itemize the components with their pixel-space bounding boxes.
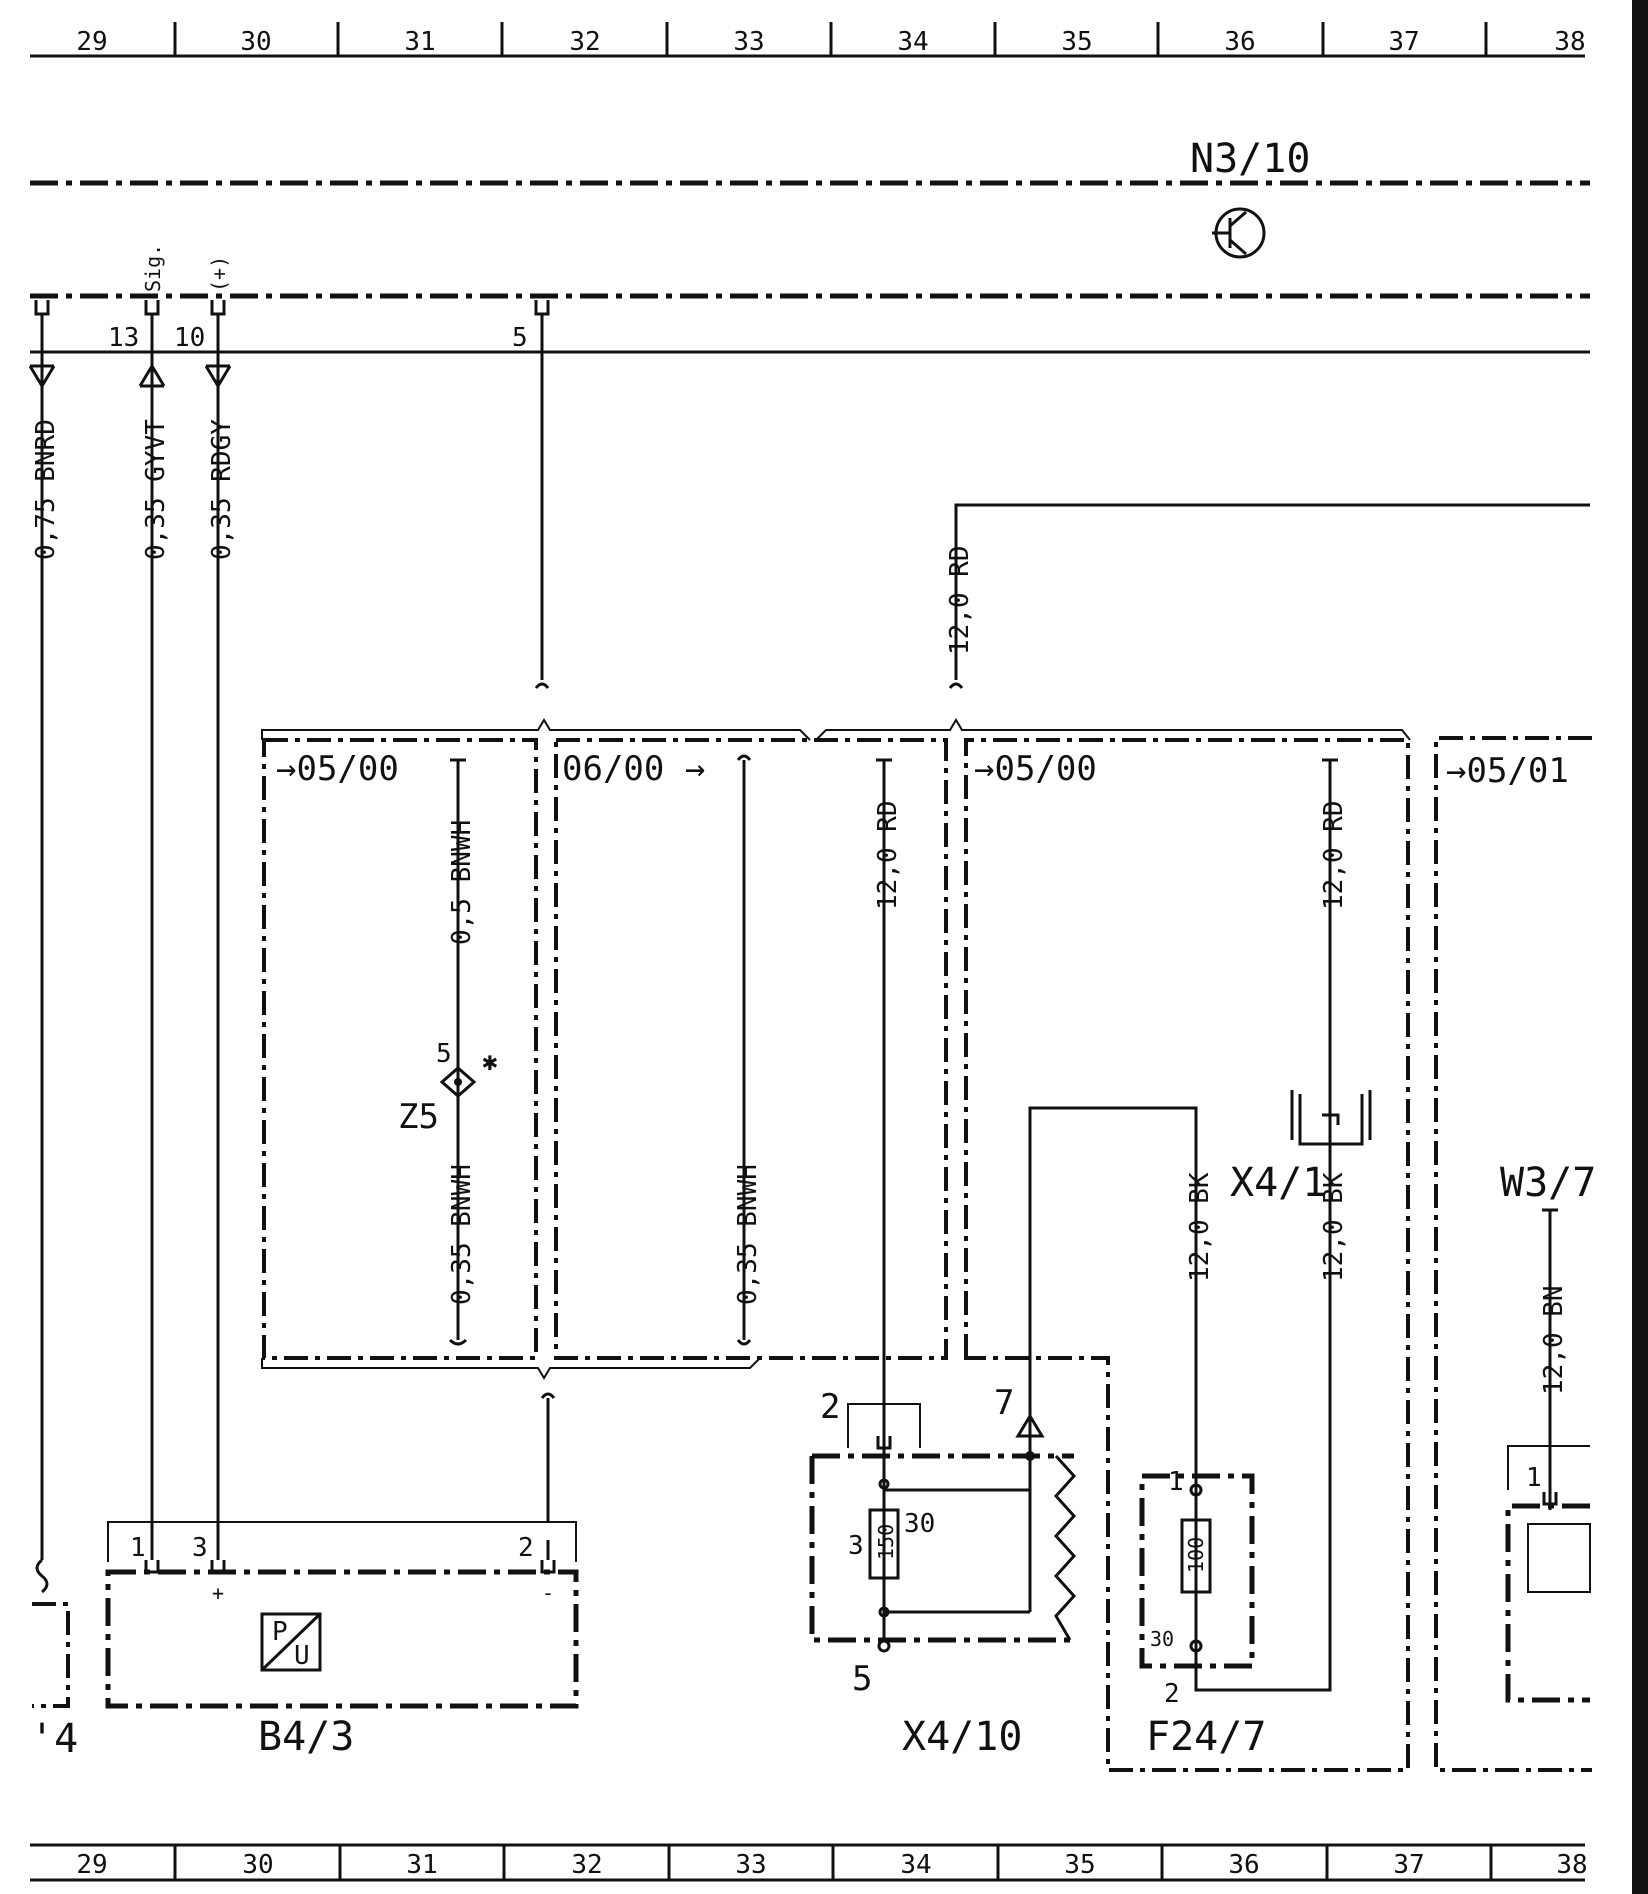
- top-ruler: 29 30 31 32 33 34 35 36 37 38: [30, 22, 1586, 58]
- ruler-col-36: 36: [1224, 27, 1255, 57]
- ruler-col-32: 32: [569, 27, 600, 57]
- b4-3-plus-label: +: [212, 1581, 224, 1605]
- wire-gyvt-label: 0,35 GYVT: [141, 419, 171, 560]
- b4-3-pin-2-label: 2: [518, 1533, 534, 1563]
- ruler-col-29: 29: [76, 1850, 107, 1880]
- variant-label: 06/00 →: [562, 749, 705, 789]
- ruler-col-29: 29: [76, 27, 107, 57]
- ruler-col-38: 38: [1556, 1850, 1587, 1880]
- wire-bnwh-top-label: 0,5 BNWH: [447, 820, 477, 945]
- variant-box-05-00-right: →05/00 12,0 RD: [964, 738, 1410, 1772]
- f24-7-pin-2-label: 2: [1164, 1679, 1180, 1709]
- asterisk-icon: ✱: [482, 1047, 498, 1077]
- bottom-ruler: 29 30 31 32 33 34 35 36 37 38: [30, 1843, 1588, 1882]
- ruler-col-38: 38: [1554, 27, 1585, 57]
- ruler-col-37: 37: [1393, 1850, 1424, 1880]
- wire-bnrd: 0,75 BNRD: [28, 352, 61, 1560]
- b4-3-minus-label: -: [542, 1581, 554, 1605]
- ruler-col-31: 31: [406, 1850, 437, 1880]
- connector-x4-10: 2 150 3 30 5 7 X4/10: [809, 1106, 1198, 1760]
- ruler-col-30: 30: [242, 1850, 273, 1880]
- wire-bk2: 12,0 BK: [1319, 1172, 1349, 1282]
- ruler-col-33: 33: [735, 1850, 766, 1880]
- variant-brace-top: [261, 718, 1411, 741]
- pin-13-label: 13: [108, 323, 139, 353]
- variant-label: →05/00: [974, 749, 1097, 789]
- pin-plus-label: (+): [207, 256, 231, 292]
- connector-x4-1: X4/1: [1230, 1090, 1372, 1290]
- ruler-col-33: 33: [733, 27, 764, 57]
- variant-brace-bottom: [261, 1357, 761, 1522]
- b4-3-pin-3-label: 3: [192, 1533, 208, 1563]
- wire-bnwh-mid-label: 0,35 BNWH: [733, 1164, 763, 1305]
- control-unit-n3-10: N3/10: [30, 136, 1590, 354]
- wire-bk1-label: 12,0 BK: [1185, 1172, 1215, 1282]
- ruler-col-31: 31: [404, 27, 435, 57]
- f24-7-pin-1-label: 1: [1168, 1467, 1184, 1497]
- wire-rd-right-label: 12,0 RD: [1319, 800, 1349, 910]
- wire-top-12-rd: 12,0 RD: [945, 503, 1590, 689]
- f24-7-rating: 100: [1184, 1537, 1208, 1573]
- ruler-col-30: 30: [240, 27, 271, 57]
- partial-left-component: '4: [30, 1558, 78, 1762]
- variant-label: →05/01: [1446, 751, 1569, 791]
- x4-10-pin-2-label: 2: [820, 1387, 840, 1427]
- pressure-sensor-b4-3: 1 3 2 + - P U B4/3: [105, 1521, 579, 1760]
- wire-rdgy: 0,35 RDGY: [204, 352, 237, 1556]
- x4-10-label: X4/10: [902, 1714, 1022, 1760]
- wire-bn-label: 12,0 BN: [1539, 1285, 1569, 1395]
- w3-7-label: W3/7: [1500, 1160, 1596, 1206]
- f24-7-pin-30-label: 30: [1150, 1627, 1174, 1651]
- wire-pin5-branch: [534, 352, 550, 689]
- wire-bnwh-bot-label: 0,35 BNWH: [447, 1164, 477, 1305]
- pin-10-label: 10: [174, 323, 205, 353]
- wire-rd-mid-label: 12,0 RD: [873, 800, 903, 910]
- pin-sig-label: Sig.: [141, 244, 165, 292]
- w3-7-pin-1-label: 1: [1526, 1463, 1542, 1493]
- wire-gyvt: 0,35 GYVT: [138, 352, 171, 1556]
- ground-point-w3-7: W3/7 12,0 BN 1: [1500, 1160, 1596, 1703]
- ruler-col-36: 36: [1228, 1850, 1259, 1880]
- sensor-u-label: U: [294, 1641, 310, 1671]
- ruler-col-37: 37: [1388, 27, 1419, 57]
- pressure-voltage-icon: P U: [260, 1612, 322, 1672]
- sensor-p-label: P: [272, 1617, 288, 1647]
- x4-10-pin-3-label: 3: [848, 1531, 864, 1561]
- page-edge-bar: [1632, 0, 1648, 1894]
- splice-z5-label: Z5: [398, 1097, 439, 1137]
- partial-left-label: '4: [30, 1716, 78, 1762]
- ruler-col-32: 32: [571, 1850, 602, 1880]
- variant-box-06-00: 06/00 → 0,35 BNWH 12,0 RD: [554, 738, 948, 1448]
- n3-10-connector-pins: 13 10 5 Sig. (+): [34, 244, 550, 353]
- ruler-col-34: 34: [897, 27, 928, 57]
- control-unit-label: N3/10: [1190, 136, 1310, 182]
- splice-pin-label: 5: [436, 1039, 452, 1069]
- transistor-icon: [1212, 207, 1266, 259]
- x4-10-pin-7-label: 7: [994, 1383, 1014, 1423]
- x4-10-pin-30-label: 30: [904, 1509, 935, 1539]
- ruler-col-35: 35: [1061, 27, 1092, 57]
- b4-3-label: B4/3: [258, 1714, 354, 1760]
- wire-bk2-label: 12,0 BK: [1319, 1172, 1349, 1282]
- fuse-f24-7: 100 1 30 2 F24/7: [1139, 1130, 1332, 1760]
- wire-rdgy-label: 0,35 RDGY: [207, 419, 237, 560]
- variant-label: →05/00: [276, 749, 399, 789]
- x4-1-label: X4/1: [1230, 1160, 1326, 1206]
- variant-box-05-01: →05/01: [1434, 736, 1592, 1772]
- b4-3-pin-1-label: 1: [130, 1533, 146, 1563]
- wire-top-rd-label: 12,0 RD: [945, 545, 975, 655]
- pin-5-label: 5: [512, 323, 528, 353]
- wire-bk1: 12,0 BK: [1185, 1172, 1215, 1490]
- variant-box-05-00-left: →05/00 0,5 BNWH 5 ✱ Z5 0,35 BNWH: [262, 738, 538, 1360]
- x4-10-pin-5-label: 5: [852, 1659, 872, 1699]
- ruler-col-35: 35: [1064, 1850, 1095, 1880]
- ruler-col-34: 34: [900, 1850, 931, 1880]
- wire-bnrd-label: 0,75 BNRD: [31, 419, 61, 560]
- f24-7-label: F24/7: [1146, 1714, 1266, 1760]
- x4-10-rating: 150: [874, 1524, 898, 1560]
